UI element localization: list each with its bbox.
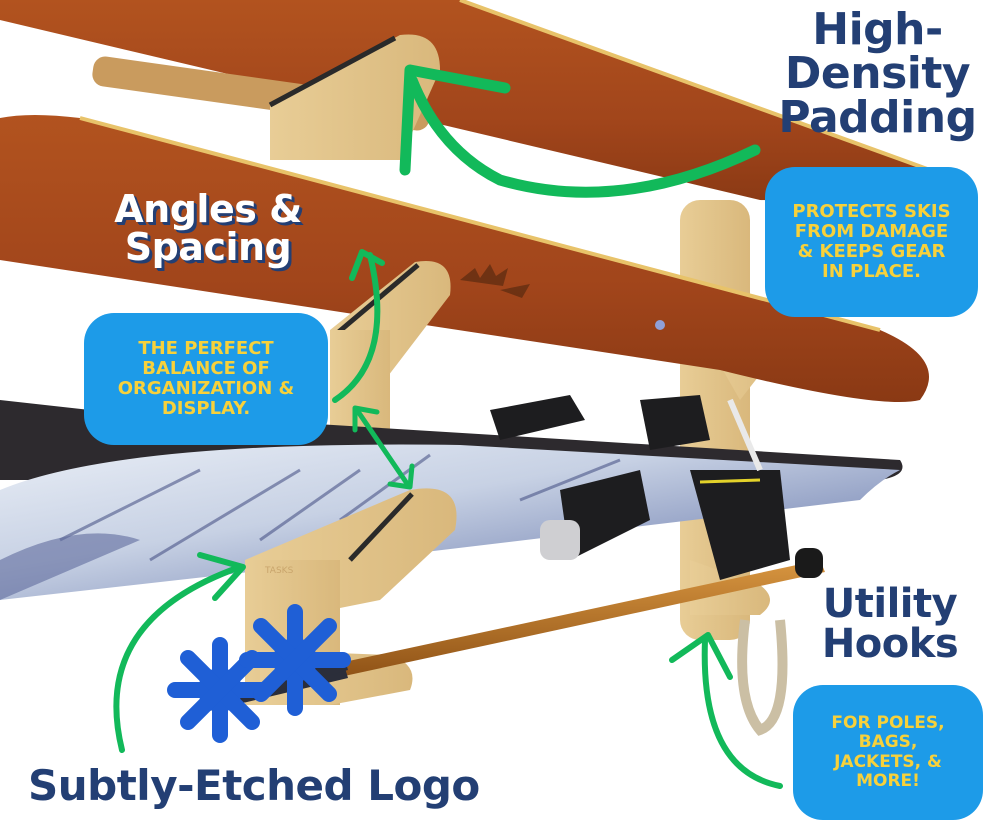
headline-line: Hooks: [821, 621, 959, 667]
headline-line: Spacing: [124, 225, 292, 269]
headline-line: High-: [812, 4, 943, 55]
callout-line: JACKETS, &: [834, 751, 942, 772]
double-headed-arrow-icon: [352, 405, 415, 490]
callout-line: FROM DAMAGE: [794, 220, 949, 242]
ski-bindings: [490, 395, 790, 580]
callout-hooks: FOR POLES, BAGS, JACKETS, & MORE!: [793, 685, 983, 820]
curved-arrow-icon-hooks: [669, 632, 783, 789]
ski-middle: [0, 115, 929, 402]
callout-line: BAGS,: [858, 732, 918, 753]
curved-arrow-icon-padding: [399, 64, 761, 198]
headline-line: Angles &: [114, 187, 302, 231]
headline-utility-hooks: Utility Hooks: [800, 584, 980, 664]
etched-logo: TASKS: [264, 566, 294, 576]
callout-line: BALANCE OF: [142, 357, 270, 379]
rack-arm-top: [268, 34, 440, 160]
callout-line: IN PLACE.: [822, 261, 921, 283]
callout-line: MORE!: [856, 770, 920, 791]
headline-angles-spacing: Angles & Spacing: [88, 190, 328, 266]
callout-line: PROTECTS SKIS: [792, 200, 951, 222]
callout-line: THE PERFECT: [138, 337, 274, 359]
curved-arrow-icon-logo: [113, 552, 246, 753]
headline-line: Density: [784, 48, 971, 99]
callout-line: ORGANIZATION &: [117, 378, 295, 399]
curved-arrow-icon-angles: [332, 249, 385, 403]
headline-subtly-etched-logo: Subtly-Etched Logo: [28, 765, 498, 807]
callout-line: FOR POLES,: [831, 713, 945, 734]
headline-line: Padding: [778, 92, 977, 143]
hanging-strap: [737, 619, 788, 736]
callout-line: DISPLAY.: [161, 398, 251, 420]
headline-line: Subtly-Etched Logo: [28, 761, 480, 810]
pole-basket-icon: [167, 604, 351, 743]
callout-angles: THE PERFECT BALANCE OF ORGANIZATION & DI…: [84, 313, 328, 445]
headline-line: Utility: [822, 581, 958, 627]
headline-high-density-padding: High- Density Padding: [770, 8, 985, 140]
callout-padding: PROTECTS SKIS FROM DAMAGE & KEEPS GEAR I…: [765, 167, 978, 317]
callout-line: & KEEPS GEAR: [797, 241, 946, 262]
